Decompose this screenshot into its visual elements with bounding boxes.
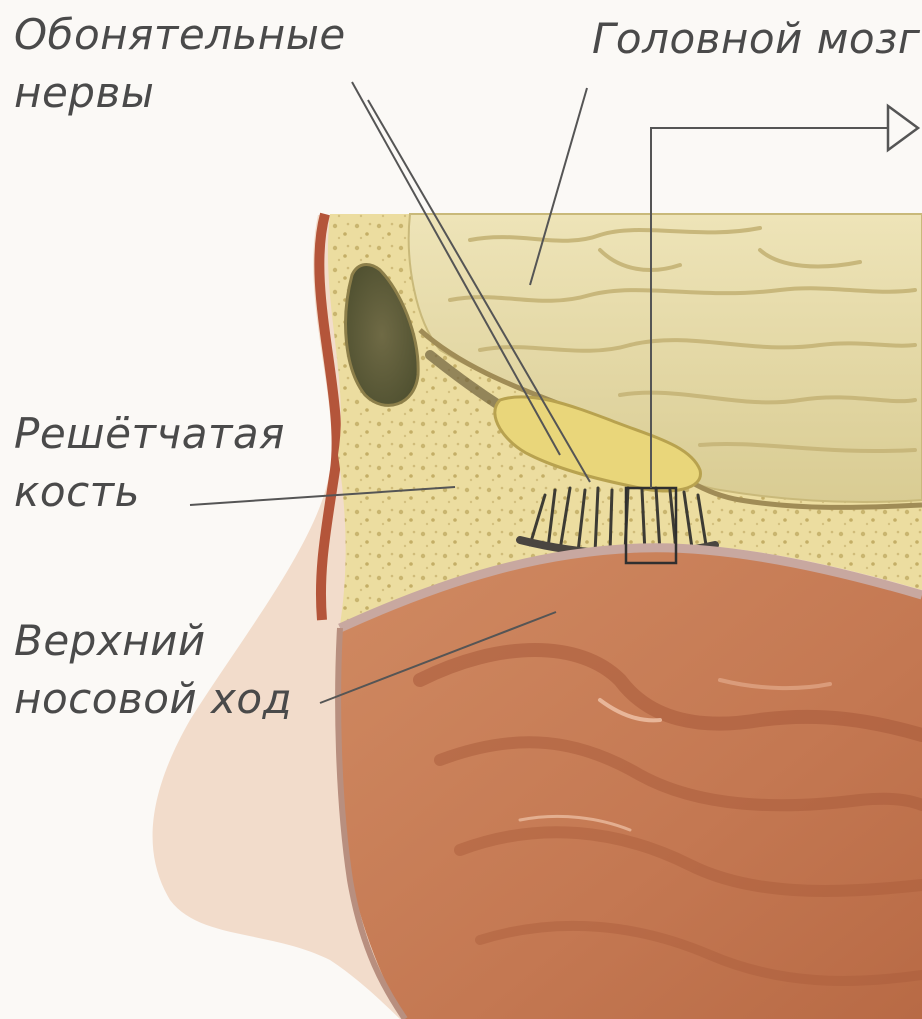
label-ethmoid-bone-line-2: кость (14, 463, 285, 521)
label-superior-nasal-meatus-line-2: носовой ход (14, 670, 292, 728)
label-ethmoid-bone: Решётчатая кость (14, 405, 285, 521)
label-ethmoid-bone-line-1: Решётчатая (14, 405, 285, 463)
label-olfactory-nerves-line-1: Обонятельные (14, 6, 346, 64)
label-olfactory-nerves-line-2: нервы (14, 64, 346, 122)
label-brain: Головной мозг (592, 10, 920, 68)
label-superior-nasal-meatus-line-1: Верхний (14, 612, 292, 670)
label-superior-nasal-meatus: Верхний носовой ход (14, 612, 292, 728)
zoom-arrow-icon (888, 106, 918, 150)
nasal-cavity (336, 548, 922, 1019)
label-olfactory-nerves: Обонятельные нервы (14, 6, 346, 122)
